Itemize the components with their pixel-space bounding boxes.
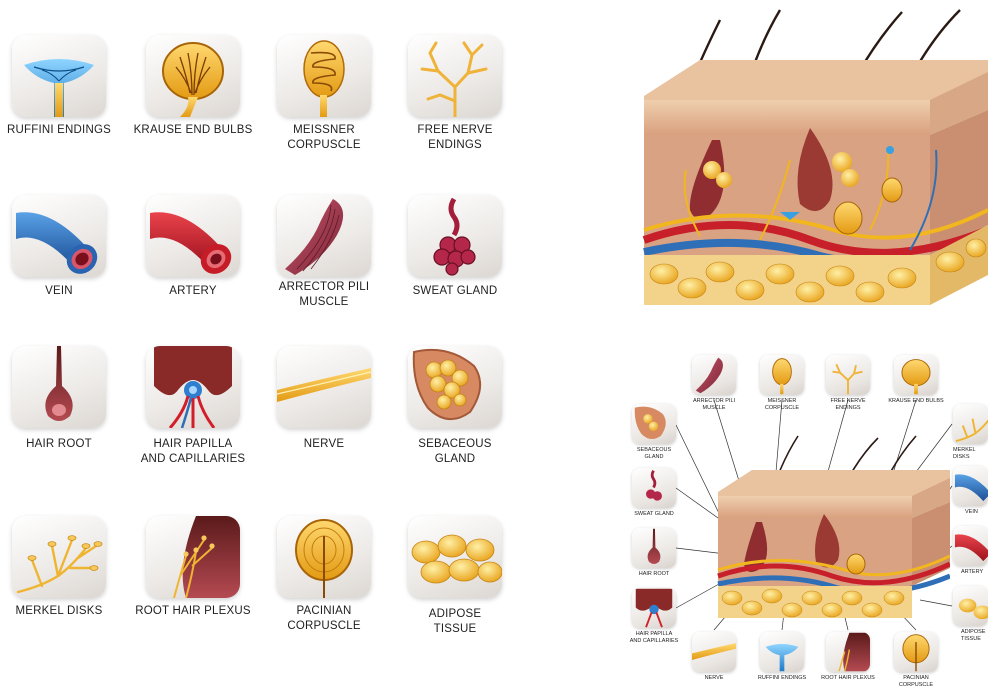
vein-label: VEIN: [0, 284, 129, 299]
mini-pacinian: [894, 632, 938, 672]
sebaceous-gland-tile: [408, 346, 502, 428]
artery-tile: [146, 195, 240, 277]
mini-vein: [953, 466, 988, 506]
sweat-gland-label: SWEAT GLAND: [385, 284, 525, 299]
mini-artery: [953, 526, 988, 566]
mini-sebaceous-label: SEBACEOUS GLAND: [614, 447, 694, 461]
hair-papilla-label: HAIR PAPILLA AND CAPILLARIES: [123, 437, 263, 467]
krause-end-bulbs-tile: [146, 35, 240, 117]
pacinian-corpuscle-label: PACINIAN CORPUSCLE: [254, 604, 394, 634]
adipose-tissue-label: ADIPOSE TISSUE: [385, 607, 525, 637]
ruffini-endings-tile: [12, 35, 106, 117]
nerve-tile: [277, 346, 371, 428]
root-hair-plexus-icon: [146, 516, 240, 598]
arrector-pili-label: ARRECTOR PILI MUSCLE: [254, 280, 394, 310]
mini-meissner: [760, 355, 804, 395]
mini-adipose-label: ADIPOSE TISSUE: [935, 629, 988, 643]
meissner-corpuscle-tile: [277, 35, 371, 117]
hair-papilla-tile: [146, 346, 240, 428]
mini-hair-root-label: HAIR ROOT: [614, 571, 694, 578]
mini-krause: [894, 355, 938, 395]
artery-label: ARTERY: [123, 284, 263, 299]
mini-hair-papilla: [632, 588, 676, 628]
mini-krause-label: KRAUSE END BULBS: [876, 398, 956, 405]
mini-merkel: [953, 404, 988, 444]
merkel-disks-tile: [12, 516, 106, 598]
mini-ruffini: [760, 632, 804, 672]
meissner-corpuscle-icon: [277, 35, 371, 117]
ruffini-endings-icon: [12, 35, 106, 117]
pacinian-corpuscle-tile: [277, 516, 371, 598]
mini-root-hair-plexus: [826, 632, 870, 672]
hair-papilla-icon: [146, 346, 240, 428]
artery-icon: [146, 195, 240, 277]
adipose-tissue-tile: [408, 516, 502, 598]
mini-free-nerve: [826, 355, 870, 395]
mini-hair-papilla-label: HAIR PAPILLA AND CAPILLARIES: [614, 631, 694, 645]
mini-arrector-pili: [692, 355, 736, 395]
sweat-gland-tile: [408, 195, 502, 277]
hair-root-tile: [12, 346, 106, 428]
free-nerve-endings-icon: [408, 35, 502, 117]
free-nerve-endings-tile: [408, 35, 502, 117]
skin-cross-section-large: [640, 0, 988, 312]
krause-end-bulbs-label: KRAUSE END BULBS: [123, 123, 263, 138]
mini-sebaceous: [632, 404, 676, 444]
nerve-label: NERVE: [254, 437, 394, 452]
merkel-disks-label: MERKEL DISKS: [0, 604, 129, 619]
mini-sweat-gland-label: SWEAT GLAND: [614, 511, 694, 518]
sebaceous-gland-label: SEBACEOUS GLAND: [385, 437, 525, 467]
merkel-disks-icon: [12, 516, 106, 598]
mini-pacinian-label: PACINIAN CORPUSCLE: [876, 675, 956, 689]
vein-icon: [12, 195, 106, 277]
mini-nerve: [692, 632, 736, 672]
sebaceous-gland-icon: [408, 346, 502, 428]
adipose-tissue-icon: [408, 516, 502, 598]
arrector-pili-tile: [277, 195, 371, 277]
meissner-corpuscle-label: MEISSNER CORPUSCLE: [254, 123, 394, 153]
vein-tile: [12, 195, 106, 277]
mini-adipose: [953, 586, 988, 626]
mini-hair-root: [632, 528, 676, 568]
mini-artery-label: ARTERY: [935, 569, 988, 576]
root-hair-plexus-tile: [146, 516, 240, 598]
ruffini-endings-label: RUFFINI ENDINGS: [0, 123, 129, 138]
hair-root-label: HAIR ROOT: [0, 437, 129, 452]
arrector-pili-muscle-icon: [277, 195, 371, 277]
skin-cross-section-small: [716, 430, 950, 620]
mini-merkel-label: MERKEL DISKS: [935, 447, 988, 461]
pacinian-corpuscle-icon: [277, 516, 371, 598]
free-nerve-endings-label: FREE NERVE ENDINGS: [385, 123, 525, 153]
mini-vein-label: VEIN: [935, 509, 988, 516]
sweat-gland-icon: [408, 195, 502, 277]
krause-end-bulbs-icon: [146, 35, 240, 117]
mini-sweat-gland: [632, 468, 676, 508]
root-hair-plexus-label: ROOT HAIR PLEXUS: [123, 604, 263, 619]
hair-root-icon: [12, 346, 106, 428]
nerve-icon: [277, 346, 371, 428]
